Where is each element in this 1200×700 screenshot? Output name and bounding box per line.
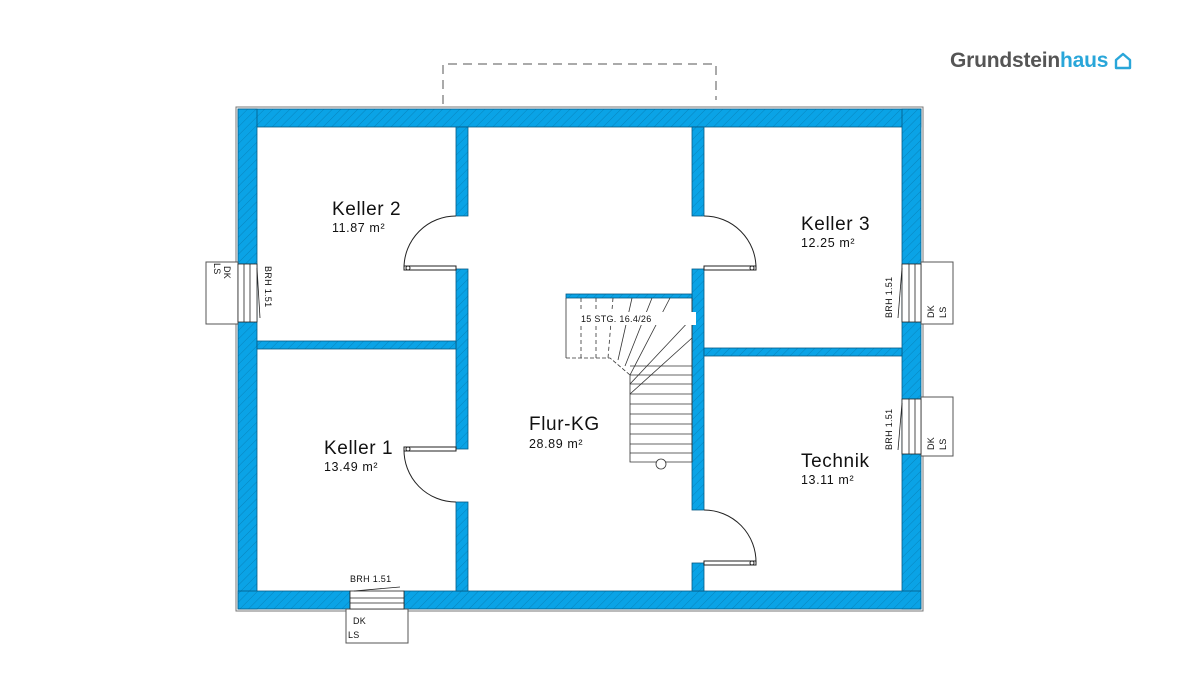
- partition-left-1: [455, 126, 469, 217]
- walls: [237, 108, 922, 610]
- outer-wall-bottom-right: [403, 590, 922, 610]
- outer-wall-bottom-left: [237, 590, 351, 610]
- outer-wall-left: [237, 108, 258, 610]
- stair-wall-top: [565, 293, 693, 299]
- stair-start-marker: [655, 458, 667, 470]
- window-right-upper-dk: DK: [926, 305, 936, 318]
- room-flur-name: Flur-KG: [529, 414, 600, 435]
- room-keller1-name: Keller 1: [324, 438, 393, 459]
- building-outline: [235, 106, 924, 612]
- window-right-lower-ls: LS: [938, 438, 948, 450]
- room-technik-area: 13.11 m²: [801, 473, 854, 487]
- room-keller1: Keller 1 13.49 m²: [324, 438, 393, 474]
- partition-keller1-keller2: [256, 340, 457, 350]
- door-keller1: [403, 446, 457, 503]
- partition-right-2: [691, 268, 705, 511]
- partition-right-3: [691, 562, 705, 592]
- room-flur-area: 28.89 m²: [529, 437, 583, 451]
- room-technik-name: Technik: [801, 451, 870, 472]
- window-bottom: BRH 1.51 DK LS: [345, 574, 409, 644]
- doors: [403, 215, 757, 566]
- room-keller1-area: 13.49 m²: [324, 460, 378, 474]
- partition-left-3: [455, 501, 469, 592]
- door-keller3: [703, 215, 757, 271]
- stair-label: 15 STG. 16.4/26: [581, 314, 652, 324]
- partition-keller3-technik: [703, 347, 903, 357]
- room-keller3-name: Keller 3: [801, 214, 870, 235]
- room-technik: Technik 13.11 m²: [801, 451, 870, 487]
- room-keller2-name: Keller 2: [332, 199, 401, 220]
- window-left-dk: DK: [222, 266, 232, 279]
- window-right-lower-dk: DK: [926, 437, 936, 450]
- window-left-brh: BRH 1.51: [263, 266, 273, 307]
- brand-name-part2: haus: [1060, 49, 1109, 72]
- staircase: [565, 297, 693, 470]
- window-bottom-ls: LS: [348, 630, 360, 640]
- brand-name-part1: Grundstein: [950, 49, 1061, 72]
- room-keller3-area: 12.25 m²: [801, 236, 855, 250]
- partition-left-2: [455, 268, 469, 450]
- window-left-ls: LS: [212, 263, 222, 275]
- house-outline-icon: [1115, 52, 1132, 70]
- door-technik: [703, 509, 757, 566]
- window-right-upper-brh: BRH 1.51: [884, 277, 894, 318]
- window-bottom-dk: DK: [353, 616, 366, 626]
- window-left: LS DK BRH 1.51: [205, 261, 273, 325]
- window-bottom-brh: BRH 1.51: [350, 574, 391, 584]
- partition-right-1: [691, 126, 705, 217]
- window-right-upper: BRH 1.51 DK LS: [884, 261, 954, 325]
- room-keller3: Keller 3 12.25 m²: [801, 214, 870, 250]
- room-flur: Flur-KG 28.89 m²: [529, 414, 600, 451]
- window-right-lower: BRH 1.51 DK LS: [884, 396, 954, 457]
- door-keller2: [403, 215, 457, 271]
- dashed-outline: [442, 63, 717, 104]
- outer-wall-top: [237, 108, 922, 128]
- window-right-upper-ls: LS: [938, 306, 948, 318]
- outer-wall-right: [901, 108, 922, 610]
- window-right-lower-brh: BRH 1.51: [884, 409, 894, 450]
- room-keller2: Keller 2 11.87 m²: [332, 199, 401, 235]
- room-keller2-area: 11.87 m²: [332, 221, 385, 235]
